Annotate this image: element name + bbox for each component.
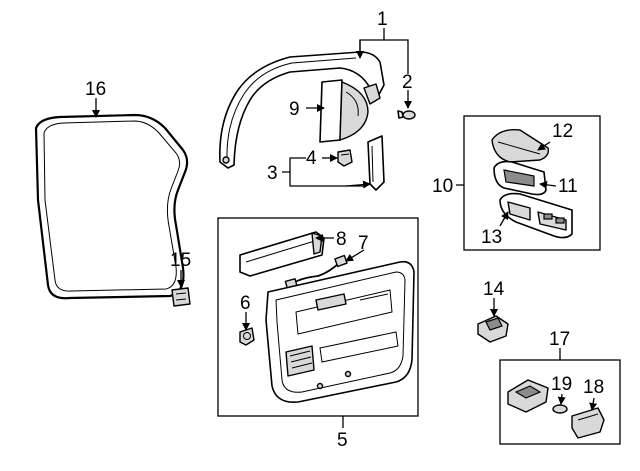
part-14-switch — [477, 315, 509, 343]
part-15-clip — [171, 287, 191, 307]
part-5-door-panel — [265, 260, 415, 403]
part-3-pillar-garnish — [367, 135, 385, 191]
callout-16: 16 — [85, 79, 106, 100]
part-13-armrest-base — [499, 192, 573, 239]
callout-2: 2 — [402, 72, 413, 93]
part-8-trim-cover — [239, 231, 325, 277]
part-12-cover — [491, 129, 550, 163]
part-18-knob — [571, 407, 605, 439]
callout-13: 13 — [481, 227, 502, 248]
part-16-weatherstrip — [34, 113, 189, 300]
callout-8: 8 — [336, 229, 347, 250]
callout-10: 10 — [432, 176, 453, 197]
part-6-clip — [239, 327, 255, 346]
callout-4: 4 — [306, 148, 317, 169]
callout-labels: 1 2 3 4 5 6 7 8 9 10 11 12 13 14 15 16 1… — [85, 9, 604, 451]
part-19-cap — [552, 404, 568, 414]
part-11-bezel — [493, 160, 547, 196]
part-4-clip — [337, 149, 353, 167]
callout-15: 15 — [170, 250, 191, 271]
callout-12: 12 — [552, 121, 573, 142]
leader-lines — [92, 28, 598, 428]
part-1-frame-molding — [219, 51, 385, 169]
callout-1: 1 — [377, 9, 388, 30]
callout-5: 5 — [337, 430, 348, 451]
callout-6: 6 — [240, 293, 251, 314]
part-17-switch — [507, 379, 549, 413]
callout-9: 9 — [289, 99, 300, 120]
box-10 — [463, 115, 601, 251]
callout-17: 17 — [549, 329, 570, 350]
part-2-clip — [397, 110, 416, 120]
callout-19: 19 — [551, 374, 572, 395]
callout-7: 7 — [358, 233, 369, 254]
callout-11: 11 — [558, 176, 578, 197]
part-9-mirror-cover — [319, 79, 369, 143]
box-5 — [217, 217, 419, 417]
callout-3: 3 — [267, 163, 278, 184]
callout-18: 18 — [583, 377, 604, 398]
callout-14: 14 — [483, 279, 505, 300]
